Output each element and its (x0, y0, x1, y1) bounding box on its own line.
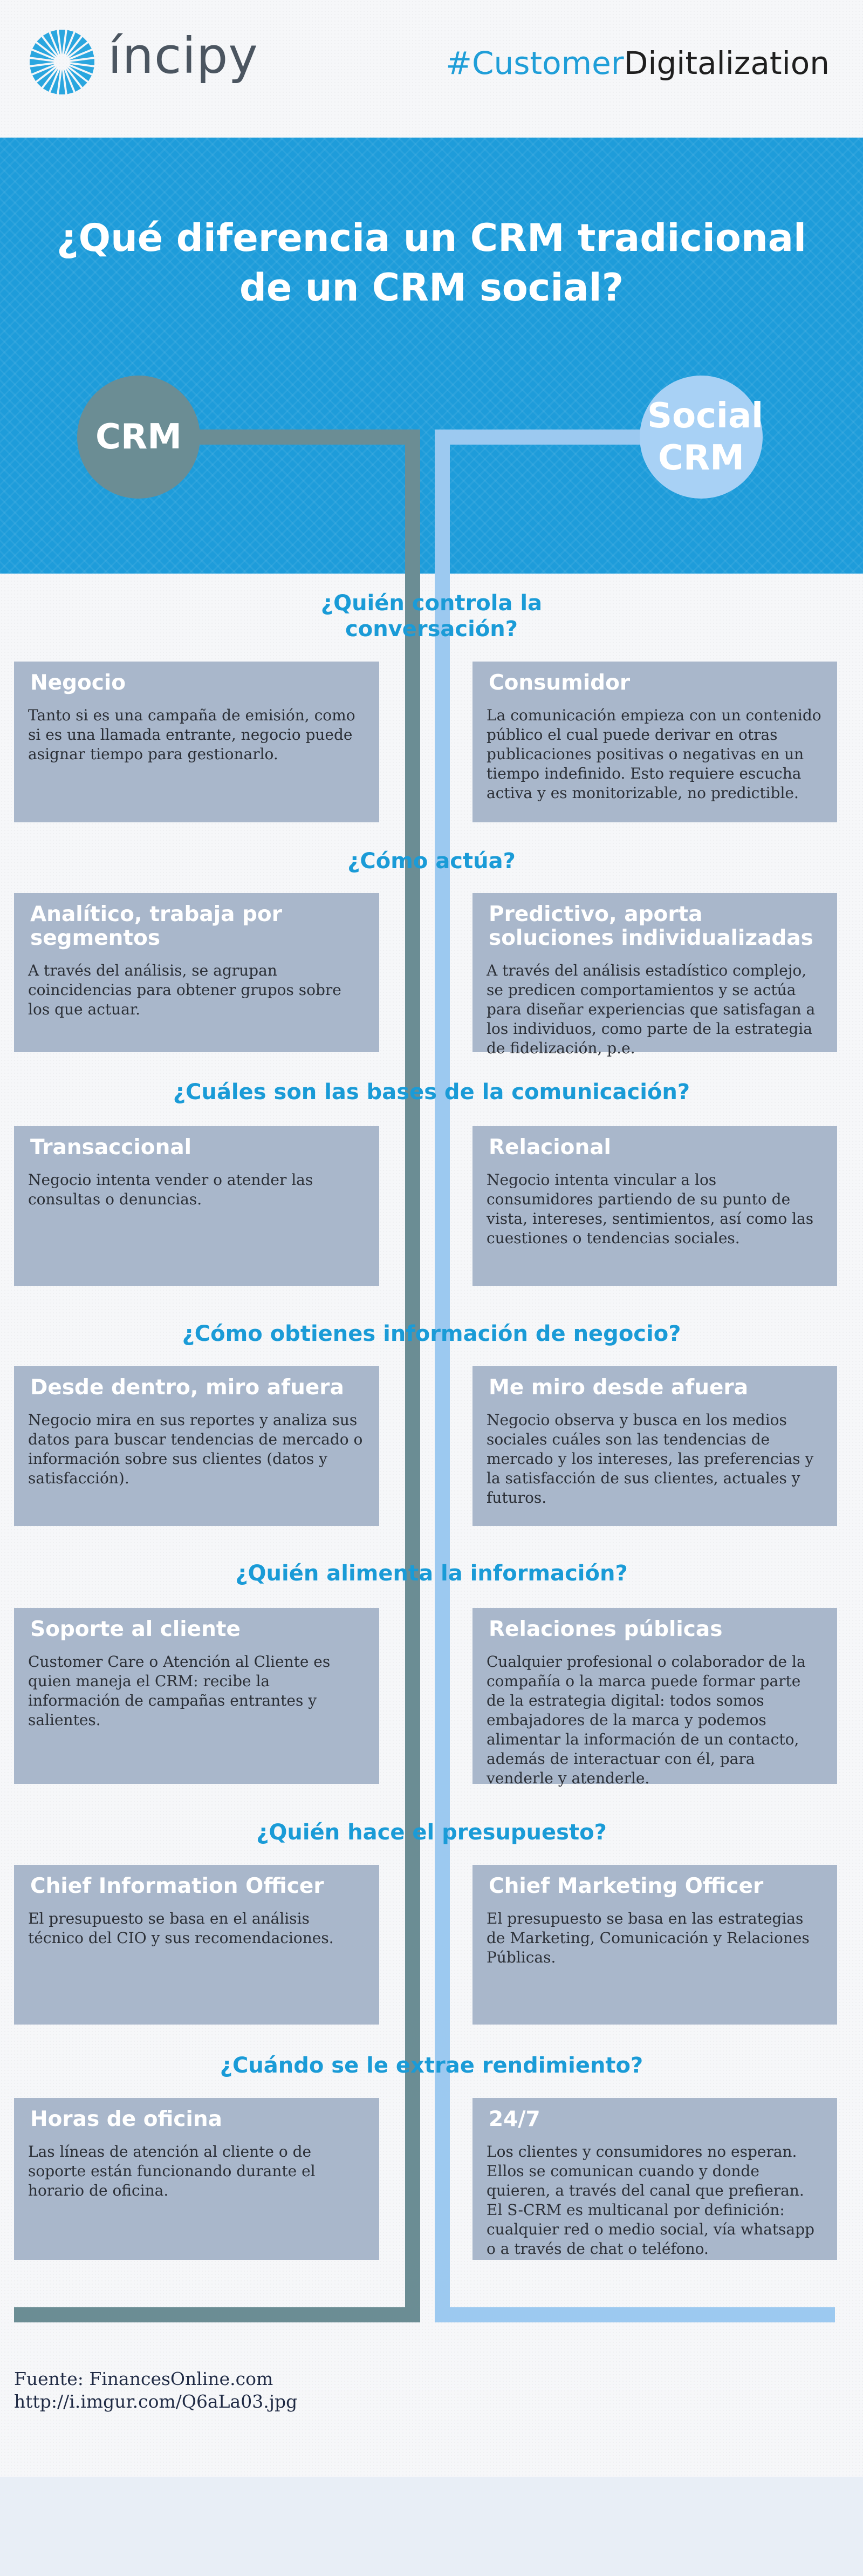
source-line-1: Fuente: FinancesOnline.com (14, 2368, 273, 2389)
footer-band (0, 2477, 863, 2576)
social-crm-card: Predictivo, aporta soluciones individual… (472, 893, 837, 1057)
logo-ray (32, 43, 56, 58)
card-body: Cualquier profesional o colaborador de l… (487, 1653, 806, 1787)
crm-circle (77, 376, 200, 499)
card-body: Las líneas de atención al cliente o de s… (28, 2143, 316, 2199)
section-question: ¿Cómo actúa? (347, 849, 516, 874)
logo-ray (43, 32, 58, 56)
card-title: Transaccional (30, 1135, 192, 1160)
logo-ray (70, 59, 94, 65)
card-body: Customer Care o Atención al Cliente es q… (28, 1653, 331, 1729)
section-question: ¿Quién controla la conversación? (320, 591, 543, 642)
section-question: ¿Quién hace el presupuesto? (256, 1820, 607, 1845)
card-title: Soporte al cliente (30, 1617, 241, 1641)
logo-ray (69, 50, 94, 60)
card-title: Relaciones públicas (489, 1617, 723, 1641)
card-title: Relacional (489, 1135, 611, 1160)
social-crm-line (435, 430, 835, 2322)
card-title: Analítico, trabaja por segmentos (30, 902, 282, 950)
header: íncipy #CustomerDigitalization (0, 0, 863, 138)
incipy-logo-icon (30, 30, 94, 94)
card-body: Negocio observa y busca en los medios so… (487, 1411, 814, 1507)
card-title: Predictivo, aporta soluciones individual… (489, 902, 813, 950)
social-crm-card: Consumidor La comunicación empieza con un… (472, 662, 837, 822)
card-body: El presupuesto se basa en las estrategia… (487, 1910, 810, 1966)
crm-circle-label: CRM (95, 417, 182, 457)
crm-line (14, 430, 420, 2322)
card-body: A través del análisis, se agrupan coinci… (28, 962, 341, 1018)
card-title: Horas de oficina (30, 2107, 222, 2131)
logo-ray (66, 32, 81, 56)
social-crm-circle (640, 376, 763, 499)
social-crm-circle-label: Social CRM (647, 395, 764, 479)
section-question: ¿Cómo obtienes información de negocio? (182, 1321, 681, 1346)
logo-ray (67, 67, 87, 87)
card-title: Consumidor (489, 671, 631, 695)
card-body: A través del análisis estadístico comple… (487, 962, 816, 1057)
logo-text: íncipy (108, 27, 258, 85)
logo-ray (30, 64, 55, 74)
card-title: Desde dentro, miro afuera (30, 1375, 344, 1400)
hero-banner: ¿Qué diferencia un CRM tradicional de un… (0, 138, 863, 574)
card-body: El presupuesto se basa en el análisis té… (28, 1910, 334, 1947)
logo-ray (59, 30, 65, 54)
card-body: Negocio intenta vincular a los consumido… (487, 1171, 814, 1247)
card-title: Chief Marketing Officer (489, 1874, 764, 1898)
card-title: Me miro desde afuera (489, 1375, 749, 1400)
logo-ray (69, 66, 92, 81)
hero-title: ¿Qué diferencia un CRM tradicional de un… (0, 213, 863, 312)
logo-ray (50, 69, 60, 94)
hashtag-part-digitalization: Digitalization (624, 45, 830, 81)
card-body: Negocio mira en sus reportes y analiza s… (28, 1411, 363, 1487)
logo-ray (67, 37, 87, 57)
hashtag-part-customer: #Customer (446, 45, 624, 81)
logo-ray (64, 69, 74, 94)
social-crm-card: Chief Marketing Officer El presupuesto se… (472, 1865, 837, 2025)
section-question: ¿Cuándo se le extrae rendimiento? (220, 2053, 643, 2078)
logo-ray (69, 43, 92, 58)
logo-ray (69, 64, 94, 74)
hero-title-line2: de un CRM social? (239, 265, 624, 310)
card-title: Chief Information Officer (30, 1874, 324, 1898)
section-question: ¿Cuáles son las bases de la comunicación… (173, 1080, 690, 1105)
card-body: La comunicación empieza con un contenido… (487, 706, 821, 802)
logo-ray (30, 50, 55, 60)
card-body: Tanto si es una campaña de emisión, como… (28, 706, 355, 763)
hashtag-title: #CustomerDigitalization (446, 47, 830, 79)
logo-ray (64, 30, 74, 55)
card-title: 24/7 (489, 2107, 540, 2131)
logo-ray (37, 67, 57, 87)
card-body: Negocio intenta vender o atender las con… (28, 1171, 313, 1208)
section-question: ¿Quién alimenta la información? (235, 1561, 628, 1586)
logo-ray (43, 69, 58, 92)
crm-card: Analítico, trabaja por segmentos A través… (14, 893, 379, 1052)
hero-title-line1: ¿Qué diferencia un CRM tradicional (56, 216, 807, 260)
source-credits: Fuente: FinancesOnline.com http://i.imgu… (14, 2368, 297, 2413)
card-body: Los clientes y consumidores no esperan. … (487, 2143, 814, 2258)
social-crm-label-line2: CRM (658, 438, 744, 478)
social-crm-label-line1: Social (647, 396, 764, 436)
crm-card: Chief Information Officer El presupuesto … (14, 1865, 379, 2025)
logo-ray (66, 69, 81, 92)
card-title: Negocio (30, 671, 126, 695)
logo-ray (30, 59, 54, 65)
logo-ray (32, 66, 56, 81)
logo-ray (37, 37, 57, 57)
logo-ray (59, 70, 65, 94)
source-line-2: http://i.imgur.com/Q6aLa03.jpg (14, 2391, 298, 2412)
logo-ray (50, 30, 60, 55)
